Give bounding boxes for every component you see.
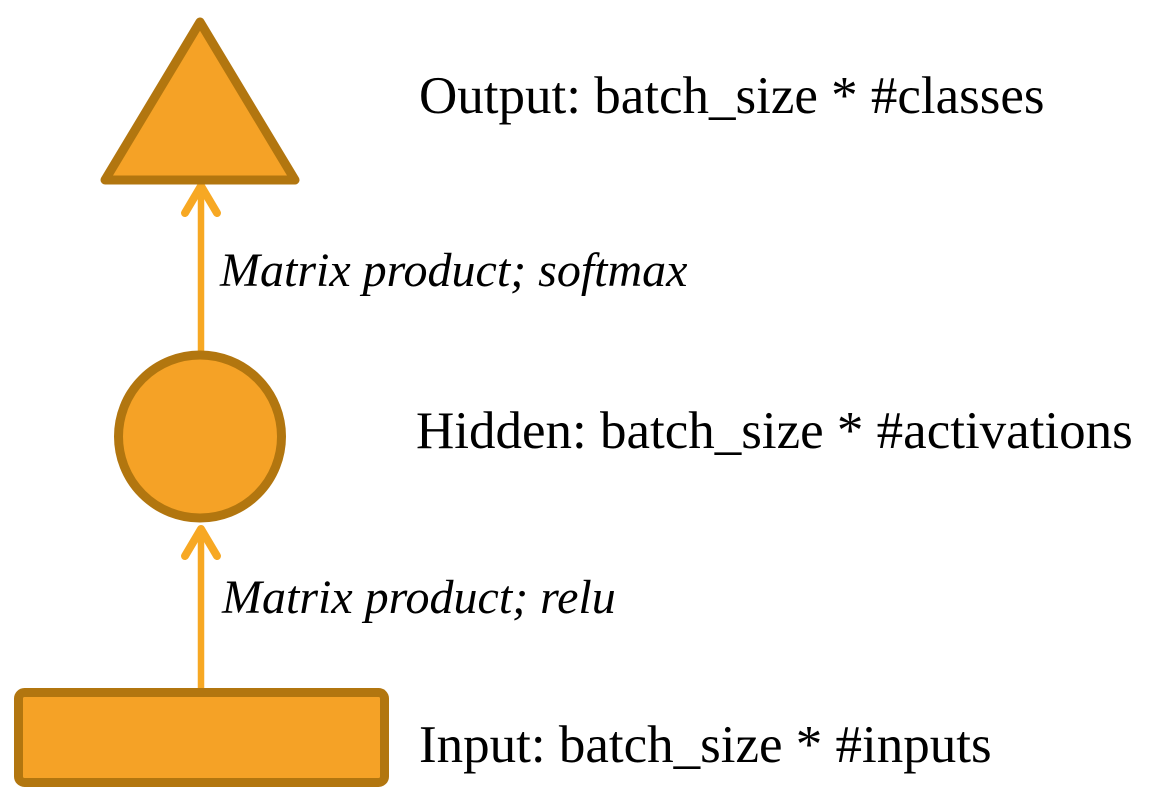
- hidden-node-label: Hidden: batch_size * #activations: [416, 402, 1133, 460]
- input-node-label: Input: batch_size * #inputs: [419, 716, 992, 774]
- edge-label-matrix-product-relu: Matrix product; relu: [222, 571, 616, 624]
- arrowhead-up-icon: [181, 525, 221, 560]
- input-node-rectangle: [14, 688, 389, 787]
- arrow-input-to-hidden: [181, 525, 221, 690]
- output-node-label: Output: batch_size * #classes: [419, 67, 1045, 125]
- arrowhead-up-icon: [181, 182, 221, 217]
- hidden-node-circle: [114, 350, 286, 523]
- arrow-hidden-to-output: [181, 182, 221, 352]
- edge-label-matrix-product-softmax: Matrix product; softmax: [220, 244, 688, 297]
- output-node-triangle: [100, 17, 300, 185]
